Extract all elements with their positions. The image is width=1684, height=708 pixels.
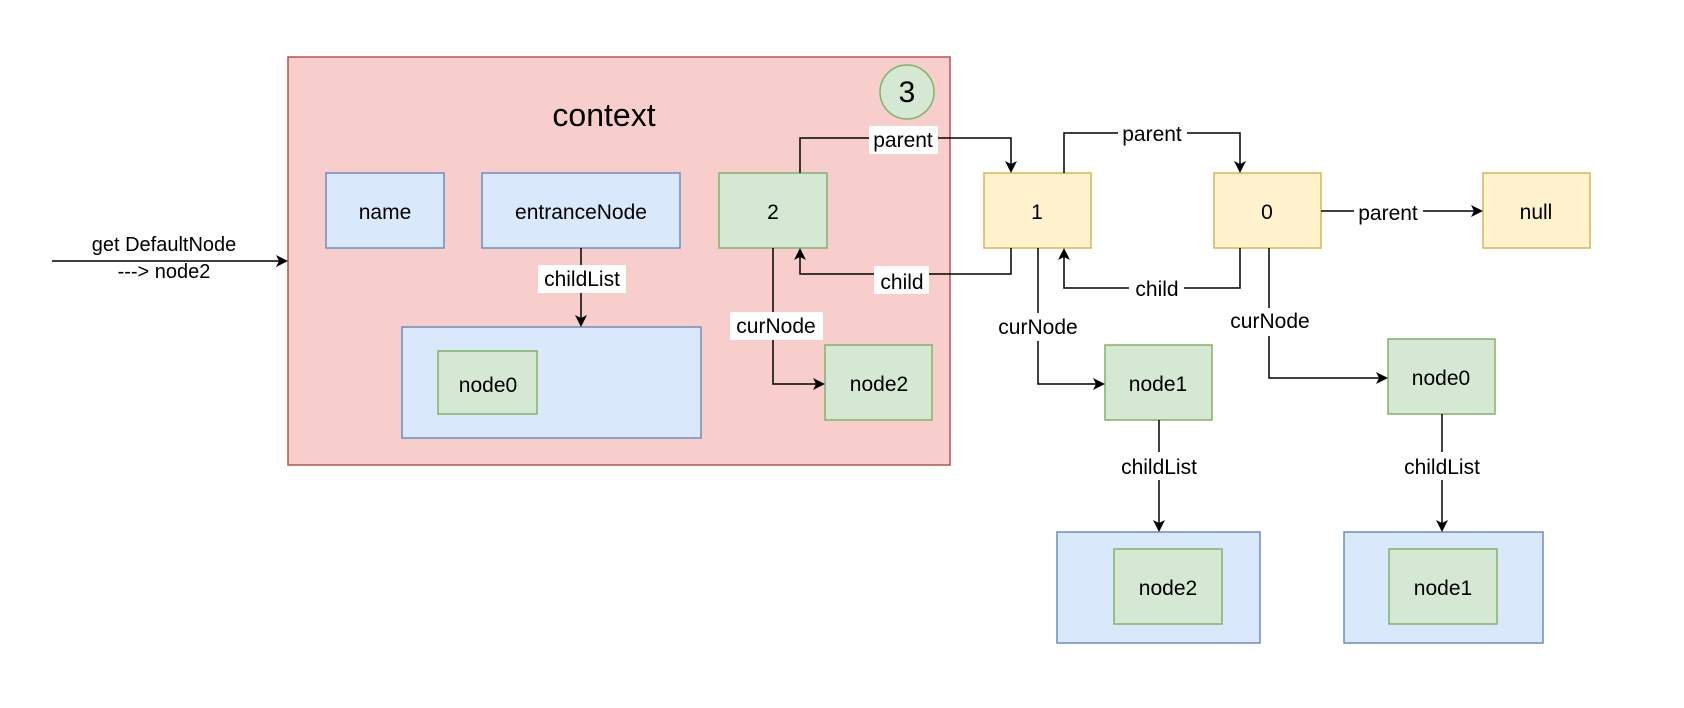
- node1-child-list-item-box: [1113, 548, 1223, 625]
- name-box: [325, 172, 445, 249]
- node1-child-list-item-label: node2: [1139, 577, 1197, 600]
- node2-cur-node-label: curNode: [736, 315, 815, 338]
- node0-child-list-item-box: [1388, 548, 1498, 625]
- context-child-list-item-label: node0: [459, 374, 517, 397]
- node0-cur-node-edge-label: curNode: [1230, 310, 1309, 333]
- node1-cur-node-edge-label: curNode: [998, 316, 1077, 339]
- name-label: name: [359, 201, 412, 224]
- entrance-node-label: entranceNode: [515, 201, 647, 224]
- entry-label-line1: get DefaultNode: [92, 234, 237, 256]
- node-2-box: [718, 172, 828, 249]
- null-label: null: [1520, 201, 1553, 224]
- context-child-list-label: childList: [544, 268, 620, 291]
- node1-parent-label-bg: [1118, 120, 1187, 148]
- node-1-box: [983, 172, 1092, 249]
- node1-cur-node-edge: [1037, 248, 1105, 390]
- step-badge: [879, 64, 935, 120]
- context-child-list-item-box: [437, 350, 538, 415]
- node0-child-label-bg: [1129, 276, 1184, 304]
- context-cur-node-box: [824, 344, 933, 421]
- node2-parent-label-bg: [869, 126, 938, 154]
- node0-child-list-item-label: node1: [1414, 577, 1472, 600]
- node1-parent-label: parent: [1122, 123, 1182, 146]
- node-0-box: [1213, 172, 1322, 249]
- context-child-list-label-bg: [538, 265, 626, 293]
- node0-child-label: child: [1135, 278, 1178, 301]
- node0-cur-node-edge: [1268, 248, 1388, 384]
- node1-child-list-edge-label: childList: [1121, 456, 1197, 479]
- node0-parent-label-bg: [1354, 199, 1423, 227]
- node2-cur-node-edge: [772, 248, 825, 390]
- node-1-label: 1: [1031, 201, 1043, 224]
- node0-parent-label: parent: [1358, 202, 1418, 225]
- node0-child-list-label-bg: [1397, 452, 1487, 480]
- node0-child-list-edge-label: childList: [1404, 456, 1480, 479]
- node2-parent-label: parent: [873, 129, 933, 152]
- entry-label-line2: ---> node2: [118, 261, 211, 283]
- node0-cur-node-box: [1387, 338, 1496, 415]
- node1-child-list-label-bg: [1114, 452, 1204, 480]
- entrance-node-box: [481, 172, 681, 249]
- node1-cur-node-label: node1: [1129, 373, 1187, 396]
- node1-child-label: child: [880, 271, 923, 294]
- node1-cur-node-label-bg: [991, 313, 1084, 341]
- context-cur-node-label: node2: [850, 373, 908, 396]
- node1-child-label-bg: [874, 266, 929, 294]
- node-0-label: 0: [1261, 201, 1273, 224]
- step-number: 3: [899, 76, 916, 109]
- node0-cur-node-label: node0: [1412, 367, 1470, 390]
- context-title: context: [552, 97, 655, 133]
- node1-cur-node-box: [1104, 344, 1213, 421]
- node2-cur-node-label-bg: [730, 312, 823, 340]
- node0-cur-node-label-bg: [1223, 308, 1316, 336]
- null-box: [1482, 172, 1591, 249]
- node-2-label: 2: [767, 201, 779, 224]
